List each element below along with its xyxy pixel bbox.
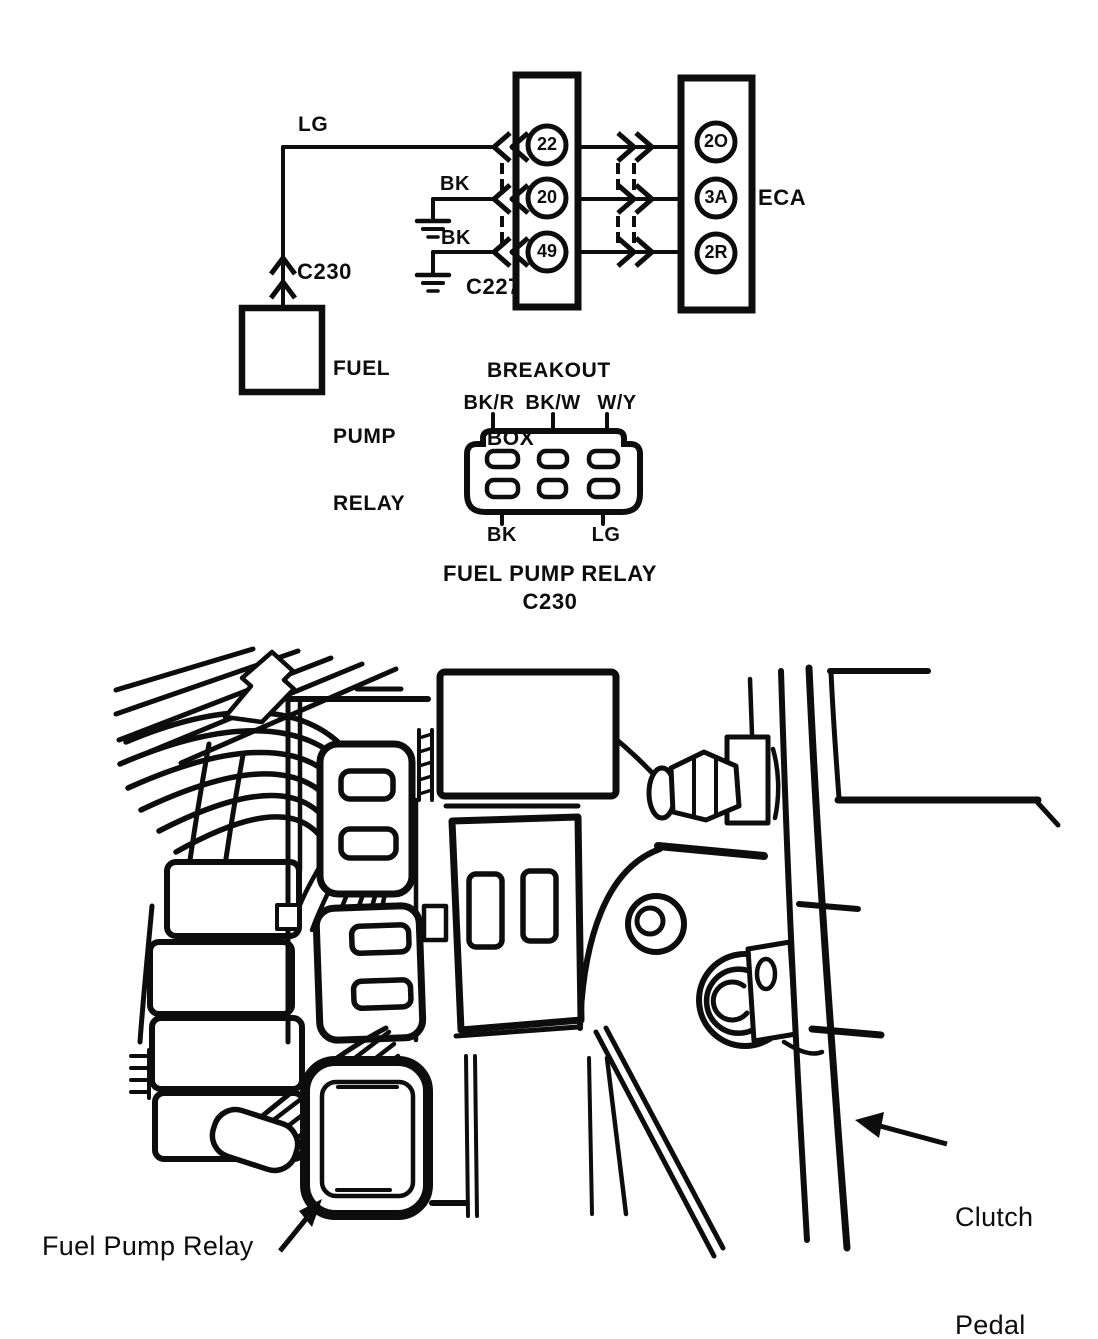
panel-edges xyxy=(275,686,431,1045)
breakout-box-label-line2: BOX xyxy=(487,426,535,450)
eca-pin-2r: 2R xyxy=(704,242,728,262)
wire-label-lg: LG xyxy=(298,113,329,136)
underdash-illustration xyxy=(113,646,1061,1259)
direction-arrow-shape xyxy=(222,649,297,725)
pedal-callout-arrow xyxy=(855,1112,948,1147)
connector-label-c227: C227 xyxy=(466,274,521,299)
c230-mating-arrows xyxy=(269,255,297,300)
breakout-box-label-line1: BREAKOUT xyxy=(487,359,611,382)
c230-title: FUEL PUMP RELAY xyxy=(443,561,657,586)
hatch-strip xyxy=(417,728,434,802)
c230-pin-label-bkr: BK/R xyxy=(463,392,515,414)
relay-callout-arrow xyxy=(278,1199,322,1253)
relay-box-outline xyxy=(238,304,326,396)
eca-box-outline xyxy=(677,74,756,314)
c230-code: C230 xyxy=(522,589,578,614)
c230-pin-label-lg: LG xyxy=(591,524,621,546)
c230-connector-face xyxy=(464,412,643,526)
relay-box-label-line3: RELAY xyxy=(333,492,406,515)
wire-label-bk-1: BK xyxy=(440,173,470,195)
relay-callout-label: Fuel Pump Relay xyxy=(42,1231,254,1261)
eca-label: ECA xyxy=(758,185,807,210)
ground-icon-2 xyxy=(414,250,452,293)
fuel-pump-relay-component xyxy=(300,1054,479,1220)
harness-boot xyxy=(209,1106,301,1174)
relay-box-label-line1: FUEL xyxy=(333,357,391,380)
connector-stack-teeth xyxy=(129,1048,151,1100)
slotted-module xyxy=(448,813,585,1039)
relay-socket-lower xyxy=(312,902,427,1044)
c230-pin-label-bk: BK xyxy=(487,524,517,546)
pedal-bracket xyxy=(577,842,861,1259)
pivot-grommet xyxy=(696,939,825,1056)
relay-box-label-line2: PUMP xyxy=(333,424,397,448)
relay-box-label: FUEL PUMP RELAY xyxy=(333,313,405,561)
mounting-bolt xyxy=(646,734,781,826)
clutch-pedal-arm xyxy=(747,664,885,1252)
c230-pin-label-bkw: BK/W xyxy=(525,392,581,414)
pedal-callout-line1: Clutch xyxy=(955,1202,1034,1232)
breakout-box-outline xyxy=(512,71,582,311)
large-module-box xyxy=(436,668,671,809)
eca-pin-3a: 3A xyxy=(704,187,728,207)
relay-socket-upper xyxy=(316,740,416,898)
pedal-callout-label: Clutch Pedal xyxy=(955,1127,1033,1339)
connector-dashes-right xyxy=(616,163,636,243)
connector-label-c230: C230 xyxy=(297,259,352,284)
c230-pin-slots xyxy=(484,448,621,500)
c230-pin-label-wy: W/Y xyxy=(597,392,637,414)
lower-panel-lines xyxy=(587,1055,629,1217)
breakout-pin-49: 49 xyxy=(536,241,558,261)
breakout-box-label: BREAKOUT BOX xyxy=(487,315,611,495)
pedal-callout-line2: Pedal xyxy=(955,1310,1026,1339)
eca-pin-2o: 2O xyxy=(703,131,728,151)
breakout-pin-20: 20 xyxy=(536,187,558,207)
right-panel xyxy=(827,668,1061,828)
connector-arrows-left xyxy=(491,131,530,268)
connector-arrows-right xyxy=(616,131,655,268)
schematic-wires xyxy=(281,145,683,310)
socket-tab xyxy=(421,903,449,943)
ground-icon-1 xyxy=(414,197,452,239)
breakout-pin-22: 22 xyxy=(536,134,558,154)
wire-label-bk-2: BK xyxy=(441,227,471,249)
